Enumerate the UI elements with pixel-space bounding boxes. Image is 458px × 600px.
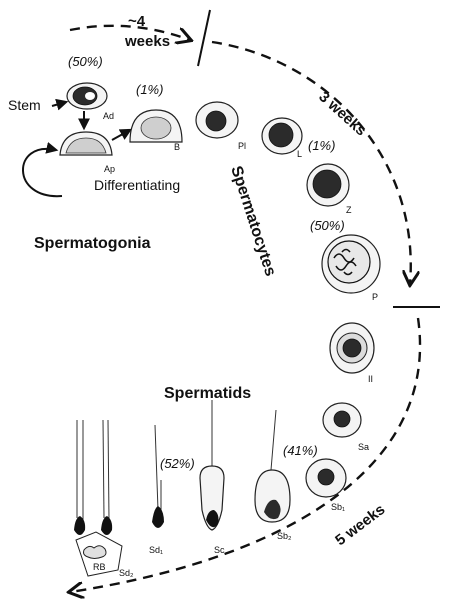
cell-label-l: L bbox=[297, 149, 302, 159]
timeline-arc-4-weeks bbox=[69, 24, 190, 40]
cell-sc bbox=[199, 400, 225, 531]
arrow-ap-to-b bbox=[111, 128, 133, 141]
spermatogonia-label: Spermatogonia bbox=[34, 235, 151, 252]
pct-ad: (50%) bbox=[68, 54, 103, 69]
cell-label-b: B bbox=[174, 142, 180, 152]
cell-sb1 bbox=[305, 458, 347, 498]
spermatids-label: Spermatids bbox=[164, 385, 251, 402]
cell-label-ad: Ad bbox=[103, 111, 114, 121]
cell-label-ap: Ap bbox=[104, 164, 115, 174]
cell-sd1 bbox=[152, 424, 164, 528]
cell-sb2 bbox=[254, 409, 291, 523]
cell-label-sb1: Sb₁ bbox=[331, 502, 345, 512]
cell-label-pl: Pl bbox=[238, 141, 246, 151]
residual-body-label: RB bbox=[93, 562, 106, 572]
stem-label: Stem bbox=[8, 97, 41, 113]
pct-sb1: (41%) bbox=[283, 443, 318, 458]
cell-label-sc: Sc bbox=[214, 545, 225, 555]
cell-ap bbox=[59, 131, 113, 156]
cell-b bbox=[129, 109, 183, 143]
cell-label-z: Z bbox=[346, 205, 352, 215]
timeline-weeks-unit: weeks bbox=[124, 33, 170, 50]
timeline-divider-top bbox=[197, 9, 211, 67]
cell-ad bbox=[66, 82, 108, 110]
pct-b: (1%) bbox=[136, 82, 163, 97]
self-renewal-loop-arrow bbox=[22, 142, 63, 198]
cell-pl bbox=[195, 101, 239, 139]
pct-p: (50%) bbox=[310, 218, 345, 233]
timeline-3-weeks: 3 weeks bbox=[315, 88, 369, 139]
cell-z bbox=[306, 163, 350, 207]
timeline-approx-4: ~4 bbox=[128, 13, 146, 30]
differentiating-label: Differentiating bbox=[94, 177, 180, 193]
arrow-stem-to-ad bbox=[51, 98, 69, 111]
cell-label-sb2: Sb₂ bbox=[277, 531, 292, 541]
cell-label-sd1: Sd₁ bbox=[149, 545, 163, 555]
cell-label-sd2: Sd₂ bbox=[119, 568, 134, 578]
cell-sa bbox=[322, 402, 362, 438]
timeline-arc-5-weeks bbox=[70, 317, 422, 592]
cell-p bbox=[321, 234, 381, 294]
pct-l: (1%) bbox=[308, 138, 335, 153]
pct-sd1: (52%) bbox=[160, 456, 195, 471]
cell-sd2 bbox=[74, 419, 123, 577]
cell-ii bbox=[329, 322, 375, 374]
cell-label-p: P bbox=[372, 292, 378, 302]
cell-label-ii: II bbox=[368, 374, 373, 384]
timeline-arc-3-weeks bbox=[211, 40, 411, 284]
cell-label-sa: Sa bbox=[358, 442, 369, 452]
cell-l bbox=[261, 117, 303, 155]
residual-body-outline bbox=[75, 531, 123, 577]
spermatocytes-label: Spermatocytes bbox=[227, 164, 279, 278]
